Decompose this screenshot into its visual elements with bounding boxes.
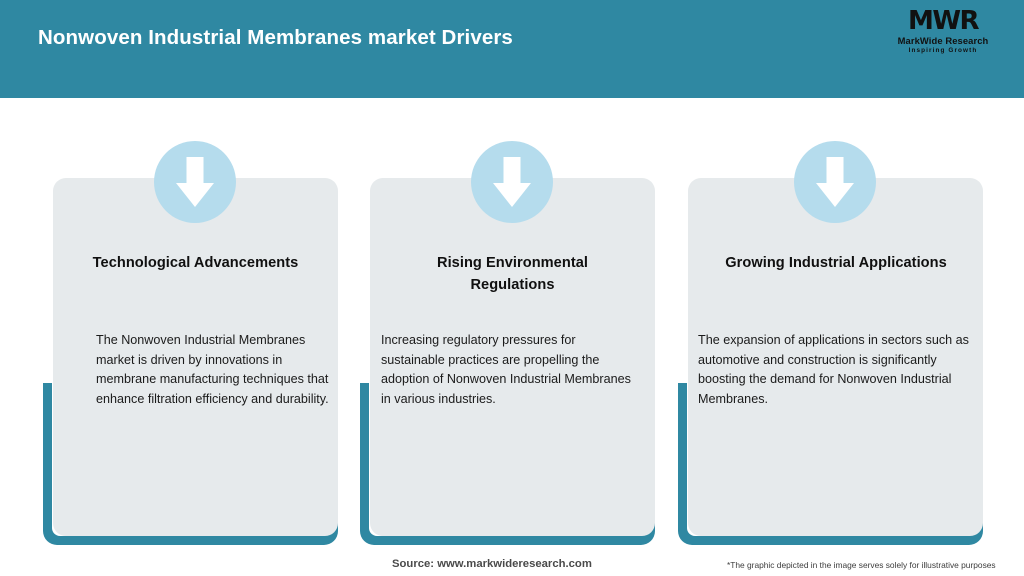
card-panel: [53, 178, 338, 536]
card-panel: [370, 178, 655, 536]
card-title: Technological Advancements: [92, 255, 299, 271]
card-panel: [688, 178, 983, 536]
card-body-text: The expansion of applications in sectors…: [698, 333, 969, 406]
card-body-text: The Nonwoven Industrial Membranes market…: [96, 333, 329, 406]
down-arrow-icon: [794, 141, 876, 223]
driver-card-3: Growing Industrial Applications The expa…: [669, 0, 992, 576]
footer-source-label: Source: www.markwideresearch.com: [392, 558, 592, 570]
logo-company-name: MarkWide Research: [897, 35, 989, 46]
card-title: Growing Industrial Applications: [725, 255, 947, 271]
page-title: Nonwoven Industrial Membranes market Dri…: [38, 26, 513, 49]
company-logo: MWR MarkWide Research Inspiring Growth: [884, 8, 1002, 64]
footer-disclaimer-label: *The graphic depicted in the image serve…: [727, 560, 996, 570]
card-title: Rising Environmental Regulations: [436, 255, 588, 293]
driver-card-1: Technological Advancements The Nonwoven …: [34, 0, 347, 576]
logo-tagline: Inspiring Growth: [908, 47, 978, 54]
card-body-text: Increasing regulatory pressures for sust…: [381, 333, 631, 406]
down-arrow-icon: [154, 141, 236, 223]
logo-mark-icon: MWR: [907, 6, 980, 36]
down-arrow-icon: [471, 141, 553, 223]
driver-card-2: Rising Environmental Regulations Increas…: [351, 0, 664, 576]
page-header: Nonwoven Industrial Membranes market Dri…: [0, 0, 1024, 98]
